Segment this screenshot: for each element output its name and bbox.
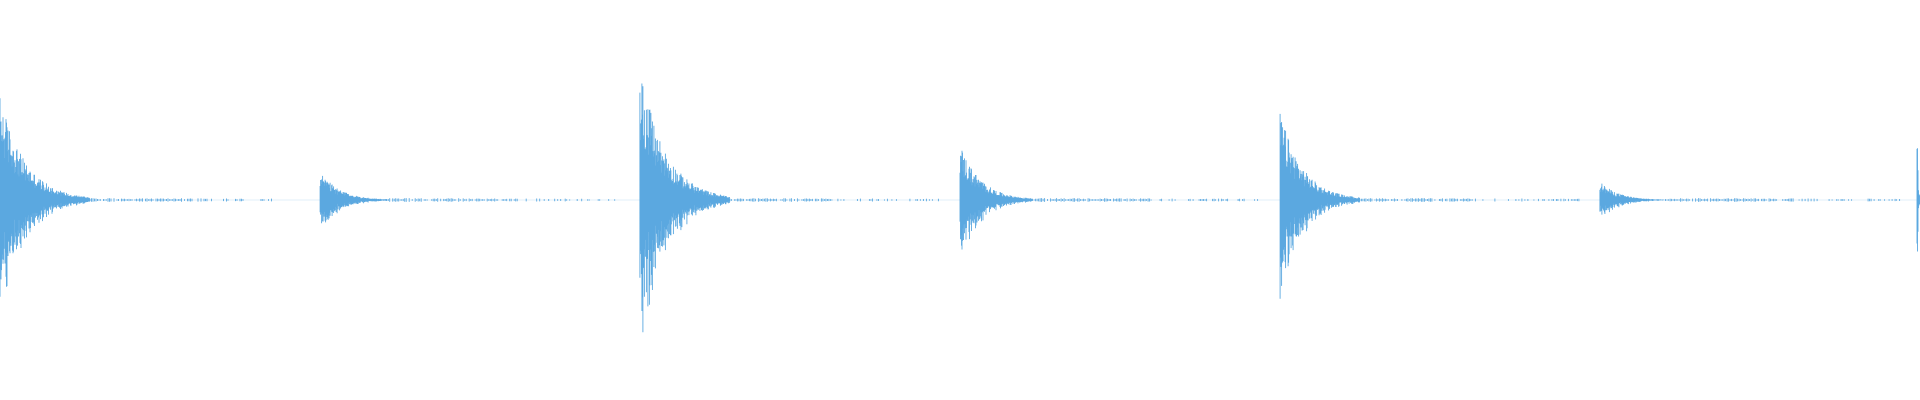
waveform-transient-6: [1599, 183, 1901, 215]
waveform-transient-shape: [1916, 148, 1920, 252]
waveform-transient-5: [1279, 113, 1580, 299]
transients-layer: [0, 83, 1920, 333]
waveform-transient-shape: [1599, 183, 1901, 215]
waveform-transient-3: [639, 83, 939, 333]
waveform-transient-shape: [0, 98, 272, 297]
waveform-transient-shape: [319, 175, 616, 224]
waveform-transient-shape: [959, 150, 1259, 250]
waveform-transient-7: [1916, 148, 1920, 252]
waveform-transient-shape: [1279, 113, 1580, 299]
waveform-transient-2: [319, 175, 616, 224]
waveform-transient-1: [0, 98, 272, 297]
waveform-transient-shape: [639, 83, 939, 333]
waveform-transient-4: [959, 150, 1259, 250]
